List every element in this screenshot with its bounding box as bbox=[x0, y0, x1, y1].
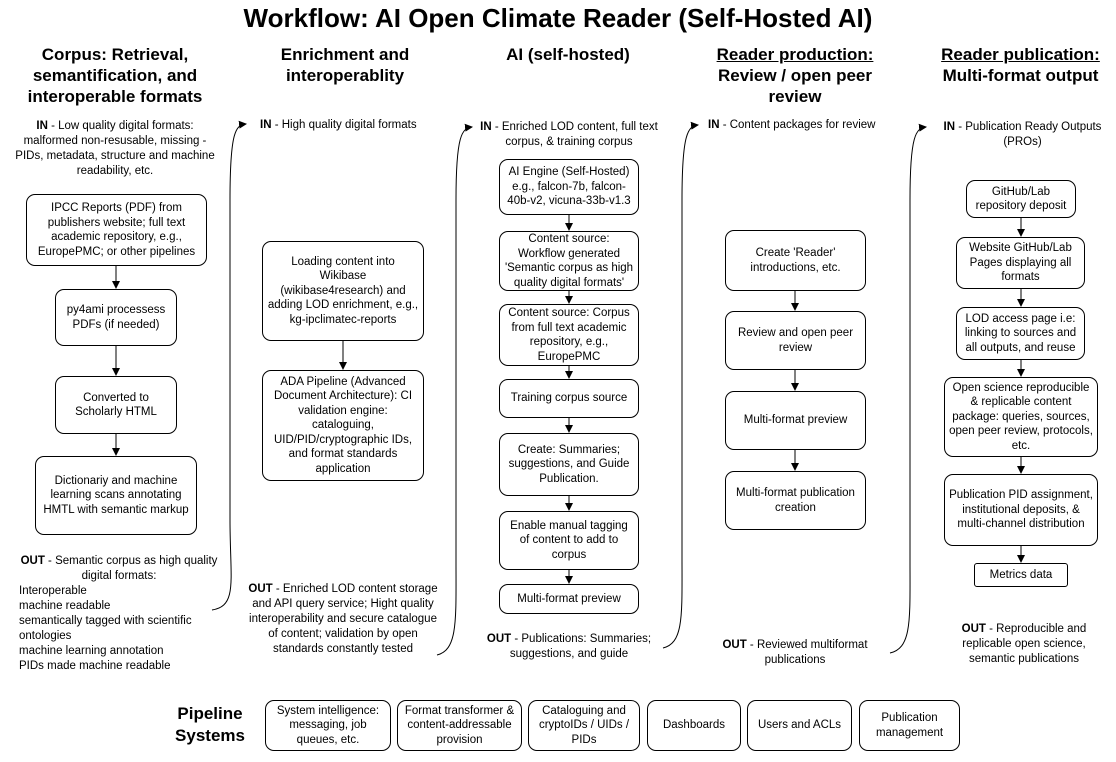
heading-line: review bbox=[768, 87, 822, 106]
box-dictionary-ml-scans: Dictionariy and machine learning scans a… bbox=[35, 456, 197, 535]
box-training-corpus: Training corpus source bbox=[499, 379, 639, 418]
in-note-reader-production: IN - Content packages for review bbox=[708, 118, 898, 133]
heading-line: semantification, and bbox=[32, 66, 198, 85]
in-text: - Low quality digital formats: malformed… bbox=[15, 120, 215, 177]
pipeline-box-users-acls: Users and ACLs bbox=[747, 700, 852, 751]
box-py4ami: py4ami processess PDFs (if needed) bbox=[55, 289, 177, 346]
heading-line: interoperablity bbox=[285, 66, 405, 85]
column-heading-corpus: Corpus: Retrieval, semantification, and … bbox=[10, 44, 220, 107]
in-prefix: IN bbox=[943, 121, 956, 133]
out-note-reader-production: OUT - Reviewed multiformat publications bbox=[705, 638, 885, 668]
pipeline-box-system-intelligence: System intelligence: messaging, job queu… bbox=[265, 700, 391, 751]
out-text: - Publications: Summaries; suggestions, … bbox=[509, 633, 652, 660]
in-text: - Content packages for review bbox=[719, 119, 876, 131]
heading-line: Reader production: bbox=[716, 45, 874, 64]
in-text: - Publication Ready Outputs (PROs) bbox=[955, 121, 1102, 148]
box-multiformat-preview-review: Multi-format preview bbox=[725, 391, 866, 450]
out-text: - Reviewed multiformat publications bbox=[746, 639, 868, 666]
out-text: - Reproducible and replicable open scien… bbox=[962, 623, 1087, 665]
out-text: - Semantic corpus as high quality digita… bbox=[44, 555, 218, 582]
box-create-reader-intros: Create 'Reader' introductions, etc. bbox=[725, 230, 866, 291]
pipeline-box-cataloguing: Cataloguing and cryptoIDs / UIDs / PIDs bbox=[528, 700, 640, 751]
heading-line: Review / open peer bbox=[718, 66, 872, 85]
out-list-item: machine learning annotation bbox=[19, 645, 164, 657]
box-scholarly-html: Converted to Scholarly HTML bbox=[55, 376, 177, 434]
box-lod-access-page: LOD access page i.e: linking to sources … bbox=[956, 307, 1085, 360]
box-open-peer-review: Review and open peer review bbox=[725, 311, 866, 370]
pipeline-label-line: Systems bbox=[175, 726, 245, 745]
box-github-deposit: GitHub/Lab repository deposit bbox=[966, 180, 1076, 218]
box-website-pages: Website GitHub/Lab Pages displaying all … bbox=[956, 237, 1085, 289]
diagram-title: Workflow: AI Open Climate Reader (Self-H… bbox=[243, 3, 873, 33]
in-prefix: IN bbox=[708, 119, 720, 131]
box-ipcc-reports: IPCC Reports (PDF) from publishers websi… bbox=[26, 194, 207, 266]
out-list-item: machine readable bbox=[19, 600, 111, 612]
in-note-corpus: IN - Low quality digital formats: malfor… bbox=[15, 119, 215, 179]
box-create-summaries: Create: Summaries; suggestions, and Guid… bbox=[499, 433, 639, 496]
column-heading-reader-production: Reader production: Review / open peer re… bbox=[690, 44, 900, 107]
out-list-item: Interoperable bbox=[19, 585, 87, 597]
heading-line: Reader publication: bbox=[941, 45, 1100, 64]
out-list: Interoperable machine readable semantica… bbox=[19, 584, 219, 674]
out-prefix: OUT bbox=[722, 639, 747, 651]
heading-line: Enrichment and bbox=[280, 45, 410, 64]
heading-line: interoperable formats bbox=[27, 87, 203, 106]
pipeline-label-line: Pipeline bbox=[177, 704, 243, 723]
out-prefix: OUT bbox=[961, 623, 986, 635]
heading-line: Multi-format output bbox=[942, 66, 1099, 85]
out-note-corpus: OUT - Semantic corpus as high quality di… bbox=[19, 554, 219, 674]
out-note-ai: OUT - Publications: Summaries; suggestio… bbox=[474, 632, 664, 662]
pipeline-box-format-transformer: Format transformer & content-addressable… bbox=[397, 700, 522, 751]
out-summary: OUT - Semantic corpus as high quality di… bbox=[19, 554, 219, 584]
column-heading-enrichment: Enrichment and interoperablity bbox=[245, 44, 445, 86]
column-heading-ai: AI (self-hosted) bbox=[468, 44, 668, 65]
pipeline-box-publication-management: Publication management bbox=[859, 700, 960, 751]
box-ai-engine: AI Engine (Self-Hosted) e.g., falcon-7b,… bbox=[499, 159, 639, 215]
in-note-reader-publication: IN - Publication Ready Outputs (PROs) bbox=[935, 120, 1110, 150]
box-publication-pid: Publication PID assignment, institutiona… bbox=[944, 474, 1098, 546]
column-heading-reader-publication: Reader publication: Multi-format output bbox=[925, 44, 1116, 86]
out-note-reader-publication: OUT - Reproducible and replicable open s… bbox=[944, 622, 1104, 667]
in-text: - High quality digital formats bbox=[271, 119, 417, 131]
box-multiformat-preview-ai: Multi-format preview bbox=[499, 584, 639, 614]
pipeline-box-dashboards: Dashboards bbox=[647, 700, 741, 751]
in-prefix: IN bbox=[36, 120, 48, 132]
box-wikibase-loading: Loading content into Wikibase (wikibase4… bbox=[262, 241, 424, 341]
box-metrics-data: Metrics data bbox=[974, 563, 1068, 587]
in-text: - Enriched LOD content, full text corpus… bbox=[491, 121, 658, 148]
in-note-ai: IN - Enriched LOD content, full text cor… bbox=[474, 120, 664, 150]
out-list-item: PIDs made machine readable bbox=[19, 660, 171, 672]
out-note-enrichment: OUT - Enriched LOD content storage and A… bbox=[248, 582, 438, 657]
box-ada-pipeline: ADA Pipeline (Advanced Document Architec… bbox=[262, 370, 424, 481]
box-content-source-corpus: Content source: Corpus from full text ac… bbox=[499, 304, 639, 366]
box-open-science-package: Open science reproducible & replicable c… bbox=[944, 377, 1098, 457]
box-manual-tagging: Enable manual tagging of content to add … bbox=[499, 511, 639, 570]
pipeline-systems-label: Pipeline Systems bbox=[160, 703, 260, 747]
out-list-item: semantically tagged with scientific onto… bbox=[19, 615, 192, 642]
in-prefix: IN bbox=[260, 119, 272, 131]
box-content-source-workflow: Content source: Workflow generated 'Sema… bbox=[499, 231, 639, 291]
heading-line: AI (self-hosted) bbox=[506, 45, 630, 64]
heading-line: Corpus: Retrieval, bbox=[41, 45, 189, 64]
in-note-enrichment: IN - High quality digital formats bbox=[260, 118, 460, 133]
out-prefix: OUT bbox=[20, 555, 45, 567]
out-prefix: OUT bbox=[248, 583, 273, 595]
out-prefix: OUT bbox=[486, 633, 512, 645]
box-multiformat-publication-creation: Multi-format publication creation bbox=[725, 471, 866, 530]
out-text: - Enriched LOD content storage and API q… bbox=[249, 583, 438, 655]
in-prefix: IN bbox=[480, 121, 492, 133]
